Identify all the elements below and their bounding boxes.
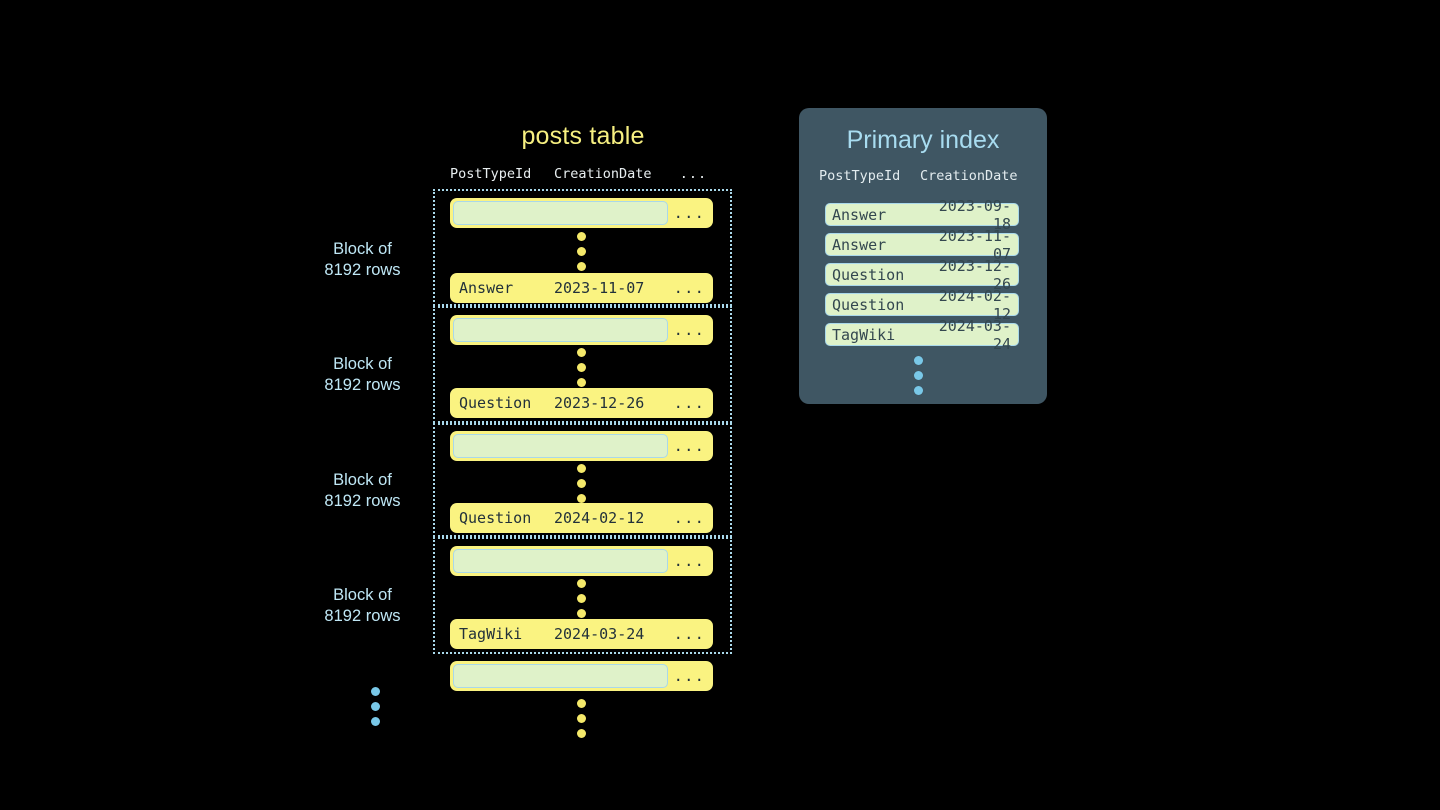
column-header-ellipsis: ... [679, 166, 708, 182]
row-ellipsis: ... [673, 204, 706, 222]
index-entry-highlight: Question 2024-02-12 [453, 549, 668, 573]
row-creationdate: 2023-12-26 [554, 394, 645, 412]
vertical-ellipsis-dots [577, 232, 586, 271]
index-entry-highlight: Answer 2023-09-18 [453, 201, 668, 225]
block-label-line2: 8192 rows [324, 376, 401, 394]
block-label-2: Block of 8192 rows [300, 354, 425, 396]
index-posttypeid: Question [832, 265, 905, 284]
vertical-ellipsis-dots [577, 699, 586, 738]
row-posttypeid: Answer [459, 279, 514, 297]
row-ellipsis: ... [673, 394, 706, 412]
table-row[interactable]: Question 2023-12-26 ... [450, 388, 713, 418]
block-label-line2: 8192 rows [324, 261, 401, 279]
row-creationdate: 2024-03-24 [554, 625, 645, 643]
vertical-ellipsis-dots [577, 579, 586, 618]
index-entry-row[interactable]: Answer 2023-11-07 [825, 227, 1019, 263]
index-entry-row[interactable]: Question 2024-02-12 [825, 287, 1019, 323]
index-entry-highlight: Answer 2023-11-07 [453, 318, 668, 342]
column-header-creationdate: CreationDate [554, 166, 652, 182]
block-boundary-1 [433, 189, 732, 306]
index-creationdate: 2023-09-18 [938, 196, 1011, 233]
block-boundary-3 [433, 423, 732, 537]
column-header-posttypeid: PostTypeId [450, 166, 532, 182]
table-row[interactable]: Question 2024-02-12 ... Question 2024-02… [450, 546, 713, 576]
row-ellipsis: ... [673, 321, 706, 339]
index-column-header-posttypeid: PostTypeId [819, 168, 901, 184]
row-posttypeid: Question [459, 394, 532, 412]
index-entry-row[interactable]: Question 2023-12-26 [825, 257, 1019, 293]
row-creationdate: 2023-11-07 [554, 279, 645, 297]
block-label-3: Block of 8192 rows [300, 470, 425, 512]
primary-index-column-headers: PostTypeId CreationDate [819, 168, 1029, 184]
block-label-line1: Block of [333, 355, 392, 373]
block-label-4: Block of 8192 rows [300, 585, 425, 627]
table-row[interactable]: Answer 2023-09-18 ... Answer 2023-09-18 [450, 198, 713, 228]
index-continue-dots [914, 356, 923, 395]
table-row[interactable]: Question 2023-12-26 ... Question 2023-12… [450, 431, 713, 461]
index-entry-row[interactable]: TagWiki 2024-03-24 [825, 317, 1019, 353]
index-column-header-creationdate: CreationDate [920, 168, 1018, 184]
primary-index-title: Primary index [846, 126, 1000, 154]
vertical-ellipsis-dots [577, 464, 586, 503]
index-creationdate: 2023-12-26 [938, 256, 1011, 293]
row-ellipsis: ... [673, 279, 706, 297]
block-label-line2: 8192 rows [324, 492, 401, 510]
index-posttypeid: Question [832, 295, 905, 314]
blocks-continue-dots [371, 687, 380, 726]
row-ellipsis: ... [673, 625, 706, 643]
row-posttypeid: TagWiki [459, 625, 523, 643]
index-creationdate: 2024-03-24 [938, 316, 1011, 353]
posts-table-column-headers: PostTypeId CreationDate ... [450, 166, 713, 182]
block-label-line1: Block of [333, 240, 392, 258]
index-entry-row[interactable]: Answer 2023-09-18 [825, 197, 1019, 233]
row-ellipsis: ... [673, 667, 706, 685]
index-creationdate: 2024-02-12 [938, 286, 1011, 323]
block-boundary-4 [433, 537, 732, 654]
vertical-ellipsis-dots [577, 348, 586, 387]
posts-table-title: posts table [521, 122, 645, 150]
index-creationdate: 2023-11-07 [938, 226, 1011, 263]
primary-index-panel: Primary index PostTypeId CreationDate An… [799, 108, 1047, 404]
index-entry-highlight: Question 2023-12-26 [453, 434, 668, 458]
block-label-1: Block of 8192 rows [300, 239, 425, 281]
block-boundary-2 [433, 306, 732, 423]
index-entry-highlight: TagWiki 2024-03-24 [453, 664, 668, 688]
table-row[interactable]: TagWiki 2024-03-24 ... TagWiki 2024-03-2… [450, 661, 713, 691]
row-creationdate: 2024-02-12 [554, 509, 645, 527]
block-label-line2: 8192 rows [324, 607, 401, 625]
block-label-line1: Block of [333, 586, 392, 604]
index-posttypeid: Answer [832, 205, 887, 224]
row-posttypeid: Question [459, 509, 532, 527]
table-row[interactable]: Answer 2023-11-07 ... Answer 2023-11-07 [450, 315, 713, 345]
block-label-line1: Block of [333, 471, 392, 489]
row-ellipsis: ... [673, 437, 706, 455]
table-row[interactable]: Question 2024-02-12 ... [450, 503, 713, 533]
index-posttypeid: Answer [832, 235, 887, 254]
index-posttypeid: TagWiki [832, 325, 896, 344]
row-ellipsis: ... [673, 509, 706, 527]
row-ellipsis: ... [673, 552, 706, 570]
table-row[interactable]: Answer 2023-11-07 ... [450, 273, 713, 303]
table-row[interactable]: TagWiki 2024-03-24 ... [450, 619, 713, 649]
